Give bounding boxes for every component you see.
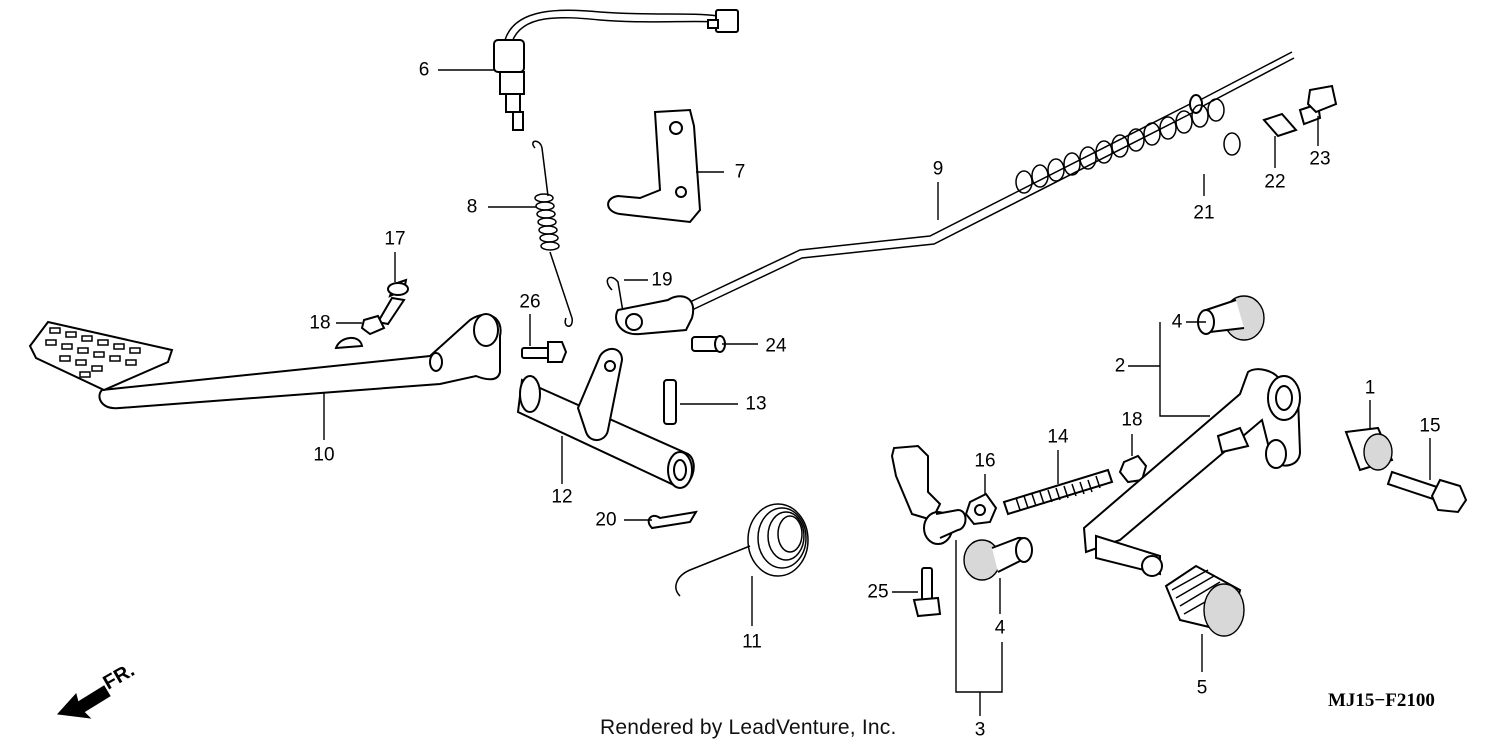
callout-6: 6 — [419, 60, 430, 81]
render-credit: Rendered by LeadVenture, Inc. — [600, 716, 897, 739]
part-21-spring[interactable] — [1015, 98, 1241, 194]
callout-23: 23 — [1309, 149, 1330, 170]
callout-22: 22 — [1264, 172, 1285, 193]
part-1-collar[interactable] — [1344, 426, 1394, 472]
callout-5: 5 — [1197, 678, 1208, 699]
part-clevis[interactable] — [615, 295, 695, 336]
part-12-shaft[interactable] — [516, 348, 695, 489]
part-24-pin[interactable] — [691, 335, 726, 353]
part-22-collar[interactable] — [1262, 112, 1298, 138]
part-11-return-spring[interactable] — [675, 503, 809, 597]
callout-3: 3 — [975, 720, 986, 741]
part-14-threaded-rod[interactable] — [1002, 468, 1114, 516]
callout-18-left: 18 — [309, 313, 330, 334]
part-4-ball-joint-upper[interactable] — [1197, 295, 1265, 341]
callout-15: 15 — [1419, 416, 1440, 437]
callout-labels: 1 2 3 4 4 5 6 7 8 9 10 11 12 13 14 15 16… — [309, 60, 1440, 741]
part-7-bracket[interactable] — [607, 108, 702, 224]
callout-12: 12 — [551, 487, 572, 508]
part-13-pin[interactable] — [663, 379, 677, 425]
drawing-code: MJ15−F2100 — [1328, 690, 1435, 711]
part-25-bolt[interactable] — [912, 567, 942, 618]
part-5-rubber-peg[interactable] — [1164, 564, 1245, 637]
part-2-shift-lever[interactable] — [1082, 368, 1302, 577]
callout-8: 8 — [467, 197, 478, 218]
callout-25: 25 — [867, 582, 888, 603]
callout-13: 13 — [745, 394, 766, 415]
part-19-cotter-pin[interactable] — [606, 276, 625, 319]
callout-9: 9 — [933, 159, 944, 180]
callout-24: 24 — [765, 336, 787, 357]
part-6-switch[interactable] — [493, 9, 739, 131]
part-17-bolt[interactable] — [376, 278, 409, 326]
callout-19: 19 — [651, 270, 672, 291]
part-3-rod-end[interactable] — [890, 444, 967, 545]
callout-26: 26 — [519, 292, 540, 313]
part-18-nut-left[interactable] — [360, 314, 386, 336]
part-15-bolt[interactable] — [1386, 470, 1468, 514]
callout-18-right: 18 — [1121, 410, 1142, 431]
callout-21: 21 — [1193, 203, 1214, 224]
callout-16: 16 — [974, 451, 995, 472]
callout-4-lower: 4 — [995, 618, 1006, 639]
part-16-nut[interactable] — [964, 492, 998, 526]
leader-lines — [323, 69, 1431, 716]
callout-2: 2 — [1115, 356, 1126, 377]
front-arrow-icon — [56, 685, 111, 719]
callout-20: 20 — [595, 510, 616, 531]
callout-1: 1 — [1365, 378, 1376, 399]
callout-10: 10 — [313, 445, 334, 466]
part-20-cotter-pin[interactable] — [647, 510, 698, 530]
callout-7: 7 — [735, 162, 746, 183]
part-23-bolt[interactable] — [1298, 84, 1338, 126]
callout-4-upper: 4 — [1172, 312, 1183, 333]
part-9-rod[interactable] — [689, 51, 1295, 311]
part-10-brake-pedal[interactable] — [28, 313, 502, 410]
callout-11: 11 — [742, 632, 762, 653]
part-8-spring[interactable] — [532, 140, 573, 327]
front-direction-indicator: FR. — [56, 659, 138, 719]
callout-14: 14 — [1047, 427, 1069, 448]
part-26-bolt[interactable] — [521, 341, 568, 363]
part-4-ball-joint-lower[interactable] — [963, 536, 1033, 581]
callout-17: 17 — [384, 229, 405, 250]
